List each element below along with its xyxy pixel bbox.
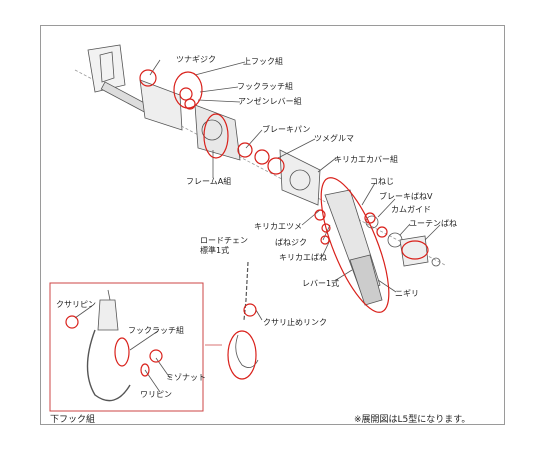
label-upper-hook-assembly: 上フック組 bbox=[243, 57, 283, 66]
lower-hook-link bbox=[107, 289, 111, 301]
highlight-tsunagijiku bbox=[139, 69, 157, 87]
highlight-kusari-pin bbox=[65, 315, 79, 329]
label-yuuten-spring: ユーテンばね bbox=[409, 219, 457, 228]
highlight-ko-neji bbox=[364, 212, 376, 224]
leader bbox=[255, 309, 263, 321]
leader bbox=[301, 209, 321, 226]
leader bbox=[277, 138, 316, 159]
label-kirikae-cover: キリカエカバー組 bbox=[334, 155, 398, 164]
leader bbox=[361, 182, 376, 206]
label-brake-pan: ブレーキパン bbox=[262, 125, 311, 134]
grip bbox=[349, 254, 383, 306]
kirikae-cover bbox=[279, 149, 321, 206]
label-brake-spring-v: ブレーキばねV bbox=[379, 192, 433, 201]
end-nut bbox=[431, 257, 441, 267]
label-load-chain: ロードチェン 標準1式 bbox=[200, 236, 248, 255]
highlight-brake-spring bbox=[376, 226, 388, 238]
frame-a-plate bbox=[194, 104, 241, 161]
lower-hook-body bbox=[86, 329, 131, 402]
label-lower-hook-assembly: 下フック組 bbox=[50, 415, 96, 425]
cover-hub bbox=[289, 169, 311, 191]
highlight-tsumeguruma bbox=[254, 149, 270, 165]
leader bbox=[199, 86, 239, 93]
label-kirikae-spring: キリカエばね bbox=[279, 253, 327, 262]
highlight-brake-pan bbox=[237, 142, 253, 158]
chain-hook bbox=[235, 334, 259, 368]
lower-hook-inset bbox=[49, 282, 204, 412]
leader bbox=[144, 369, 161, 393]
highlight-bane-jiku bbox=[321, 223, 331, 233]
highlight-yuuten bbox=[401, 240, 429, 260]
highlight-wari-pin bbox=[140, 363, 150, 377]
label-kirikae-tsume: キリカエツメ bbox=[254, 222, 302, 231]
leader bbox=[377, 279, 397, 293]
footnote: ※展開図はL5型になります。 bbox=[354, 415, 471, 425]
leader bbox=[399, 223, 411, 236]
highlight-kirikae-bane bbox=[320, 235, 330, 245]
label-tsumeguruma: ツメグルマ bbox=[314, 134, 354, 143]
leader bbox=[424, 224, 441, 241]
leader bbox=[74, 305, 93, 319]
highlight-chain-link bbox=[243, 303, 257, 317]
upper-hook-inner bbox=[99, 51, 115, 83]
label-hook-latch-bottom: フックラッチ組 bbox=[128, 326, 184, 335]
highlight-mizo-nut bbox=[149, 349, 163, 363]
label-hook-latch-top: フックラッチ組 bbox=[237, 82, 293, 91]
label-ko-neji: コねじ bbox=[370, 177, 394, 186]
label-nigiri: ニギリ bbox=[395, 289, 419, 298]
label-bane-jiku: ばねジク bbox=[275, 238, 307, 247]
label-mizo-nut: ミゾナット bbox=[166, 373, 206, 382]
leader bbox=[377, 198, 396, 218]
label-frame-a: フレームA組 bbox=[186, 177, 232, 186]
highlight-anzen-lever bbox=[184, 98, 196, 110]
highlight-hook-latch bbox=[179, 87, 193, 101]
highlight-ratchet bbox=[267, 157, 285, 175]
label-wari-pin: ワリピン bbox=[140, 390, 172, 399]
diagram-frame bbox=[40, 25, 505, 425]
highlight-lower-latch bbox=[114, 337, 130, 367]
label-anzen-lever: アンゼンレバー組 bbox=[238, 97, 302, 106]
leader bbox=[194, 61, 246, 76]
label-lever-set: レバー1式 bbox=[302, 279, 340, 288]
leader bbox=[129, 330, 159, 351]
highlight-kirikae-tsume bbox=[314, 209, 326, 221]
label-kusari-stop-link: クサリ止めリンク bbox=[263, 318, 327, 327]
leader bbox=[317, 157, 337, 173]
highlight-chain-hook bbox=[227, 330, 257, 380]
label-tsunagijiku: ツナギジク bbox=[176, 55, 216, 64]
frame-a-gear bbox=[201, 119, 223, 141]
label-cam-guide: カムガイド bbox=[391, 205, 431, 214]
leader bbox=[197, 99, 241, 103]
leader bbox=[245, 129, 263, 149]
leader bbox=[149, 59, 161, 76]
lower-hook-top bbox=[97, 299, 119, 331]
frame-plate bbox=[139, 79, 183, 131]
highlight-lever bbox=[320, 177, 390, 313]
upper-hook-bracket bbox=[87, 44, 126, 93]
highlight-upper-hook bbox=[173, 71, 203, 109]
highlight-frame-a bbox=[203, 113, 229, 159]
label-kusari-pin: クサリピン bbox=[56, 300, 96, 309]
leader bbox=[321, 239, 331, 258]
